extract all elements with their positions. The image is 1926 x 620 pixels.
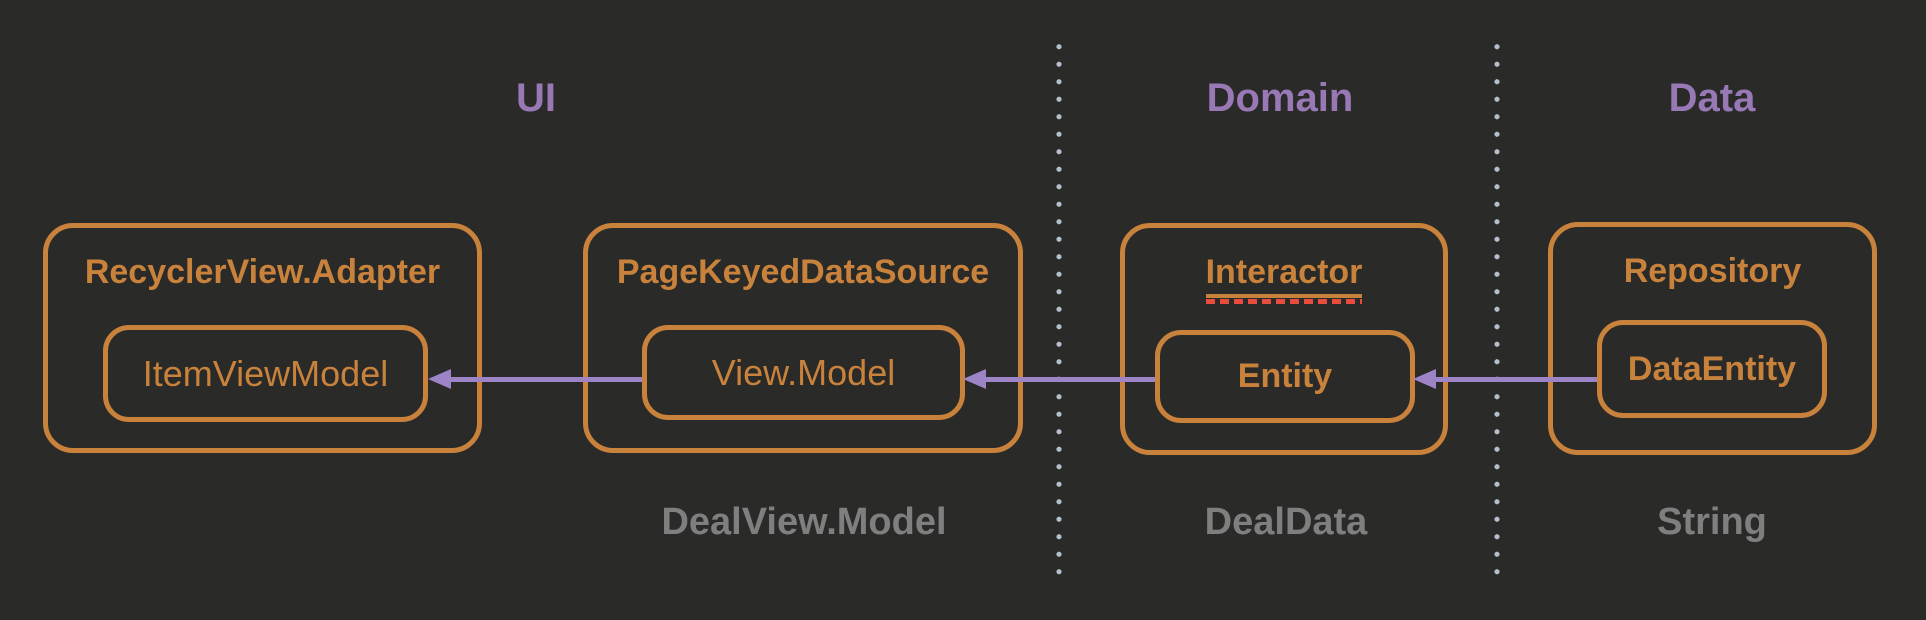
footnote-dealviewmodel: DealView.Model xyxy=(661,501,947,543)
arrowhead-left-icon xyxy=(963,369,986,389)
arrowhead-left-icon xyxy=(428,369,451,389)
spellcheck-underline xyxy=(1205,299,1363,305)
footnote-dealdata: DealData xyxy=(1204,501,1368,543)
class-title-text: Interactor xyxy=(1205,253,1363,299)
class-box-repository: Repository DataEntity xyxy=(1548,222,1877,455)
arrow-entity-to-viewmodel xyxy=(984,377,1155,382)
inner-class-label: DataEntity xyxy=(1627,349,1797,388)
divider-ui-domain xyxy=(1056,38,1062,580)
divider-domain-data xyxy=(1494,38,1500,580)
section-label-data: Data xyxy=(1668,76,1756,120)
class-title: PageKeyedDataSource xyxy=(616,253,990,291)
interactor-title-underlined: Interactor xyxy=(1205,253,1363,305)
arrow-dataentity-to-entity xyxy=(1434,377,1597,382)
section-label-ui: UI xyxy=(516,76,556,120)
class-title: Interactor xyxy=(1125,253,1443,305)
inner-class-box-entity: Entity xyxy=(1155,330,1415,423)
class-title: Repository xyxy=(1623,252,1802,290)
footnote-string: String xyxy=(1657,501,1767,543)
class-box-recyclerview-adapter: RecyclerView.Adapter ItemViewModel xyxy=(43,223,482,453)
class-box-interactor: Interactor Entity xyxy=(1120,223,1448,455)
inner-class-label: Entity xyxy=(1237,357,1333,395)
arrowhead-left-icon xyxy=(1413,369,1436,389)
section-label-domain: Domain xyxy=(1206,76,1354,120)
inner-class-label: ItemViewModel xyxy=(142,352,389,394)
inner-class-label: View.Model xyxy=(711,351,896,393)
inner-class-box-viewmodel: View.Model xyxy=(642,325,965,420)
arrow-viewmodel-to-itemviewmodel xyxy=(448,377,642,382)
inner-class-box-itemviewmodel: ItemViewModel xyxy=(103,325,428,422)
class-title: RecyclerView.Adapter xyxy=(84,253,441,291)
class-box-pagekeyeddatasource: PageKeyedDataSource View.Model xyxy=(583,223,1023,453)
inner-class-box-dataentity: DataEntity xyxy=(1597,320,1827,418)
